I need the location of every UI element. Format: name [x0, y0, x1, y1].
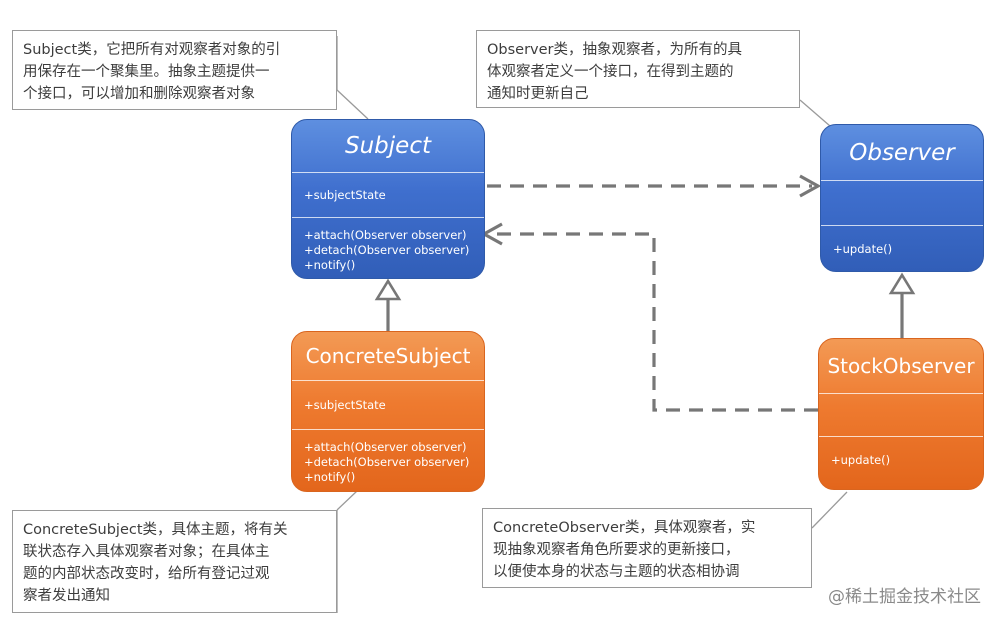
generalization-arrowhead-observer [888, 272, 916, 295]
stock-observer-class-box: StockObserver +update() [818, 338, 984, 490]
note-concrete-observer: ConcreteObserver类，具体观察者，实 现抽象观察者角色所要求的更新… [482, 508, 812, 588]
note-observer: Observer类，抽象观察者，为所有的具 体观察者定义一个接口，在得到主题的 … [476, 30, 800, 108]
dependency-arrowhead-observer [799, 174, 822, 198]
note-subject-connector [336, 89, 369, 120]
stock-observer-divider-2 [819, 436, 983, 437]
note-concrete-observer-text: ConcreteObserver类，具体观察者，实 现抽象观察者角色所要求的更新… [493, 520, 756, 580]
observer-operations: +update() [821, 226, 983, 267]
note-concrete-subject: ConcreteSubject类，具体主题，将有关 联状态存入具体观察者对象；在… [12, 510, 337, 613]
subject-attributes: +subjectState [292, 173, 484, 217]
concrete-subject-divider-2 [292, 429, 484, 430]
concrete-subject-class-name: ConcreteSubject [305, 344, 471, 368]
concrete-subject-attributes: +subjectState [292, 381, 484, 429]
stock-observer-attributes [819, 394, 983, 436]
concrete-subject-operations: +attach(Observer observer) +detach(Obser… [292, 430, 484, 491]
observer-operation-update: +update() [833, 242, 893, 256]
observer-class-name: Observer [849, 139, 955, 166]
stock-observer-class-name: StockObserver [827, 354, 975, 378]
note-concrete-observer-connector [811, 491, 848, 529]
concrete-subject-attribute: +subjectState [304, 398, 386, 412]
subject-divider-1 [292, 172, 484, 173]
observer-divider-2 [821, 225, 983, 226]
concrete-subject-operation-detach: +detach(Observer observer) [304, 455, 470, 469]
subject-class-box: Subject +subjectState +attach(Observer o… [291, 119, 485, 279]
stock-observer-operation-update: +update() [831, 453, 891, 467]
note-observer-text: Observer类，抽象观察者，为所有的具 体观察者定义一个接口，在得到主题的 … [487, 42, 743, 102]
note-concrete-subject-text: ConcreteSubject类，具体主题，将有关 联状态存入具体观察者对象；在… [23, 522, 288, 604]
concrete-subject-operation-attach: +attach(Observer observer) [304, 440, 467, 454]
subject-class-name: Subject [345, 133, 431, 159]
observer-attributes [821, 181, 983, 225]
observer-class-box: Observer +update() [820, 124, 984, 272]
concrete-subject-class-box: ConcreteSubject +subjectState +attach(Ob… [291, 331, 485, 492]
note-subject: Subject类，它把所有对观察者对象的引 用保存在一个聚集里。抽象主题提供一 … [12, 30, 337, 110]
observer-divider-1 [821, 180, 983, 181]
note-observer-connector [799, 99, 831, 127]
subject-operation-notify: +notify() [304, 258, 356, 272]
stock-observer-operations: +update() [819, 437, 983, 478]
note-subject-text: Subject类，它把所有对观察者对象的引 用保存在一个聚集里。抽象主题提供一 … [23, 42, 281, 102]
subject-operations: +attach(Observer observer) +detach(Obser… [292, 218, 484, 278]
stock-observer-divider-1 [819, 393, 983, 394]
dependency-stockobserver-subject [492, 232, 818, 412]
subject-attribute: +subjectState [304, 188, 386, 202]
concrete-subject-divider-1 [292, 380, 484, 381]
watermark: @稀土掘金技术社区 [828, 587, 981, 607]
concrete-subject-operation-notify: +notify() [304, 470, 356, 484]
subject-operation-attach: +attach(Observer observer) [304, 228, 467, 242]
note-concrete-subject-connector [336, 490, 358, 511]
generalization-arrowhead-subject [374, 278, 402, 301]
subject-operation-detach: +detach(Observer observer) [304, 243, 470, 257]
subject-divider-2 [292, 217, 484, 218]
